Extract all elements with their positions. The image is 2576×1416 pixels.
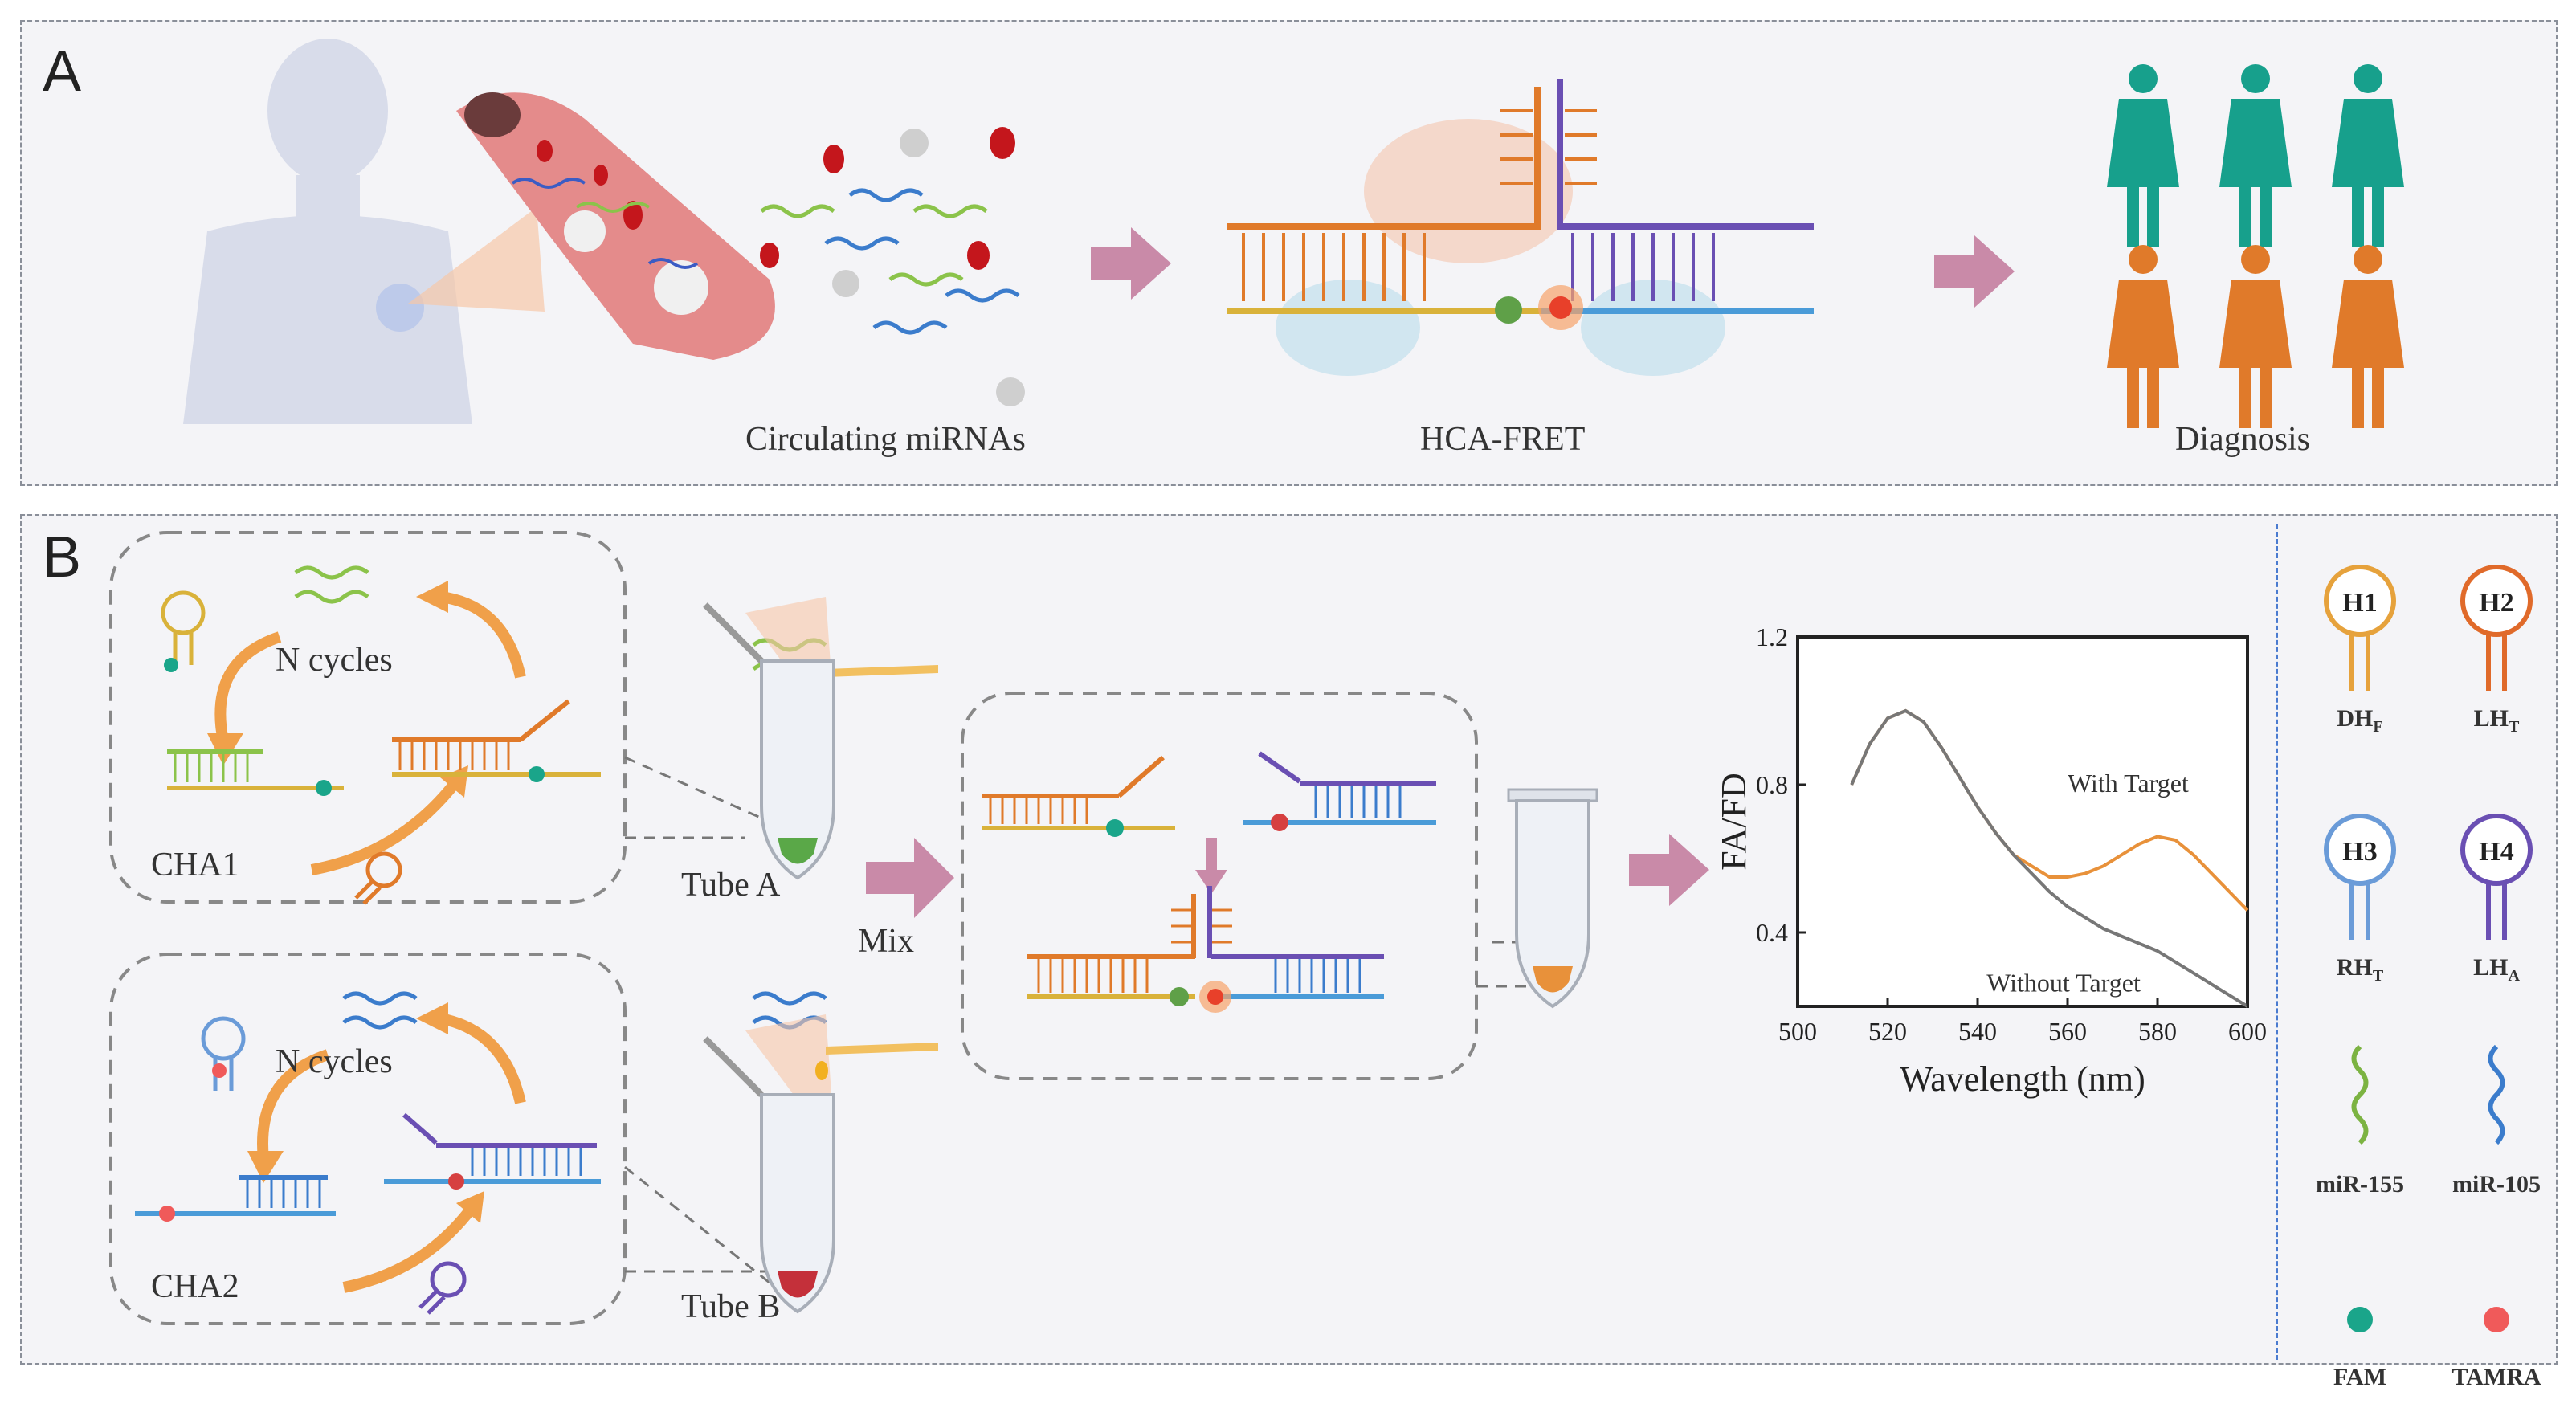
cha1-label: CHA1: [151, 847, 239, 883]
legend-label: LHT: [2440, 705, 2553, 737]
result-tube-icon: [1507, 788, 1598, 1009]
cha2-cycle-icon: [135, 991, 601, 1315]
tube-b-label: Tube B: [681, 1288, 781, 1325]
arrow-right-icon: [1629, 834, 1709, 906]
legend-label: LHA: [2440, 954, 2553, 985]
x-tick-label: 580: [2138, 1017, 2177, 1046]
annotation-without-target: Without Target: [1986, 969, 2141, 998]
connector-lines: [624, 756, 786, 1297]
tube-a-label: Tube A: [681, 867, 781, 904]
caption-diagnosis: Diagnosis: [2175, 421, 2310, 458]
tumor-glow-icon: [376, 284, 424, 332]
legend-label-base: DH: [2337, 705, 2374, 732]
legend-item: miR-155: [2304, 1014, 2416, 1223]
hairpin-h4-icon: H4: [2460, 814, 2533, 940]
cha2-label: CHA2: [151, 1268, 239, 1305]
hairpin-h1-icon: H1: [2324, 565, 2396, 691]
legend-label-base: LH: [2473, 954, 2509, 981]
blood-vessel-icon: [456, 92, 775, 360]
x-tick-label: 600: [2228, 1017, 2267, 1046]
blue-wave-icon: [2488, 1044, 2505, 1145]
tube-a-icon: [703, 597, 938, 880]
hairpin-h2-icon: H2: [2460, 565, 2533, 691]
patient-people-icon: [2107, 245, 2404, 428]
x-tick-label: 560: [2048, 1017, 2087, 1046]
mix-label: Mix: [858, 923, 915, 960]
panel-b-label: B: [43, 525, 82, 590]
caption-hca-fret: HCA-FRET: [1420, 421, 1586, 458]
legend-label: miR-105: [2452, 1171, 2541, 1198]
magnify-cone-icon: [408, 207, 545, 312]
legend-item: TAMRA: [2440, 1207, 2553, 1416]
red-dot-icon: [2484, 1307, 2509, 1332]
y-axis-label: FA/FD: [1714, 773, 1753, 870]
legend-label-sub: F: [2373, 718, 2383, 736]
y-tick-label: 0.8: [1756, 770, 1788, 799]
caption-circulating-mirnas: Circulating miRNAs: [745, 421, 1026, 458]
svg-text:H2: H2: [2479, 588, 2513, 618]
hca-fret-structure-icon: [1227, 79, 1814, 376]
svg-text:H3: H3: [2342, 837, 2377, 867]
plot-frame: [1796, 635, 2249, 1008]
fam-dot-icon: [1495, 296, 1522, 324]
panel-a: A: [20, 20, 2558, 486]
y-tick-label: 0.4: [1756, 918, 1788, 947]
annotation-with-target: With Target: [2068, 769, 2189, 798]
panel-a-label: A: [43, 39, 82, 104]
green-wave-icon: [2351, 1044, 2369, 1145]
legend-label: TAMRA: [2451, 1364, 2541, 1390]
cha1-box: [109, 531, 627, 904]
x-tick-label: 520: [1868, 1017, 1907, 1046]
panel-b: B: [20, 514, 2558, 1390]
panel-a-illustration: [183, 39, 2404, 428]
x-tick-label: 540: [1958, 1017, 1997, 1046]
fret-assembly-icon: [982, 751, 1436, 1013]
cha2-cycles-label: N cycles: [276, 1043, 393, 1080]
legend-label-base: RH: [2336, 954, 2373, 981]
legend-label: miR-155: [2316, 1171, 2404, 1198]
green-dot-icon: [2347, 1307, 2373, 1332]
legend-item: FAM: [2304, 1207, 2416, 1416]
svg-text:H1: H1: [2342, 588, 2377, 618]
mix-arrow-icon: [866, 838, 954, 918]
legend-divider: [2276, 524, 2278, 1360]
cha1-cycles-label: N cycles: [276, 642, 393, 679]
x-axis-label: Wavelength (nm): [1900, 1059, 2145, 1099]
cha2-box: [109, 953, 627, 1325]
arrow-right-icon: [1091, 227, 1171, 300]
circulating-mirnas-icon: [760, 127, 1025, 406]
cha1-cycle-icon: [161, 565, 601, 905]
legend-label: FAM: [2333, 1364, 2387, 1390]
legend-label-sub: T: [2509, 718, 2520, 736]
legend-item: miR-105: [2440, 1014, 2553, 1223]
x-tick-label: 500: [1778, 1017, 1817, 1046]
legend-label: DHF: [2304, 705, 2416, 737]
woman-silhouette-icon: [183, 39, 472, 424]
legend-label-base: LH: [2473, 705, 2509, 732]
svg-text:H4: H4: [2479, 837, 2513, 867]
series-line-1: [1850, 708, 2249, 1008]
healthy-people-icon: [2107, 64, 2404, 247]
fret-box: [961, 692, 1478, 1080]
tube-b-icon: [703, 991, 938, 1314]
panel-b-illustration: [109, 531, 1709, 1325]
y-tick-label: 1.2: [1756, 622, 1788, 651]
legend-label: RHT: [2304, 954, 2416, 985]
legend-label-sub: A: [2508, 967, 2520, 985]
arrow-right-icon: [1934, 235, 2015, 308]
legend-label-sub: T: [2372, 967, 2384, 985]
hairpin-h3-icon: H3: [2324, 814, 2396, 940]
